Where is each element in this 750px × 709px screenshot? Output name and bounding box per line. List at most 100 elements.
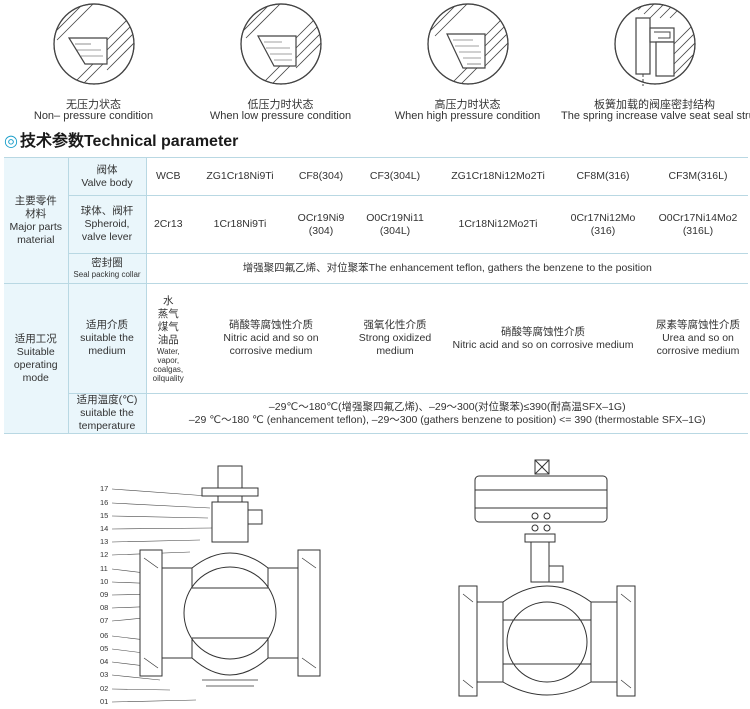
table-cell: 2Cr13 [146,195,190,254]
conditions-en2: operating [13,358,58,371]
table-cell: ZG1Cr18Ni9Ti [190,157,290,196]
temperature-header: 适用温度(℃) suitable the temperature [68,393,147,434]
table-cell-line: Nitric acid and so on corrosive medium [452,338,634,351]
table-cell-line: Water, [156,346,180,356]
table-row-valve-body: 主要零件 材料 Major parts material 阀体 Valve bo… [4,157,748,284]
section-title-text: 技术参数Technical parameter [19,133,239,150]
table-cell-line: 0Cr17Ni12Mo [570,211,636,224]
major-parts-en1: Major parts [9,220,62,233]
seal-condition-high-pressure: 高压力时状态 When high pressure condition [374,0,561,128]
seal-ring-cn: 密封圈 [91,257,123,269]
table-cell-line: (304) [308,224,334,237]
conditions-en3: mode [22,371,49,384]
valve-body-en: Valve body [81,176,133,189]
seal-caption-cn: 高压力时状态 [434,99,501,111]
ball-stem-header: 球体、阀杆 Spheroid, valve lever [68,195,147,254]
section-title: ◎技术参数Technical parameter [4,131,238,153]
seal-ring-value: 增强聚四氟乙烯、对位聚苯The enhancement teflon, gath… [146,253,748,284]
table-cell-line: corrosive medium [229,345,313,357]
table-cell-oxidized: 强氧化性介质 Strong oxidized medium [352,283,438,394]
table-cell: 1Cr18Ni12Mo2Ti [438,195,558,254]
temperature-line-en: –29 ℃～180 ℃ (enhancement teflon), –29～30… [188,413,706,426]
part-number: 14 [100,524,108,533]
manual-ball-valve-section-drawing: 17 16 15 14 13 12 11 10 09 08 07 06 05 0… [100,465,321,706]
seal-ring-en: Seal packing collar [73,270,141,279]
medium-cn: 适用介质 [86,319,128,331]
ball-stem-cn: 球体、阀杆 [80,205,134,217]
part-number: 13 [100,537,108,546]
table-row-temperature: 适用温度(℃) suitable the temperature –29℃～18… [4,393,748,434]
pneumatic-actuator [474,459,608,532]
part-number: 05 [100,644,108,653]
part-number: 06 [100,631,108,640]
table-cell: ZG1Cr18Ni12Mo2Ti [438,157,558,196]
pneumatic-ball-valve-drawing [458,459,636,697]
seal-condition-no-pressure: 无压力状态 Non– pressure condition [0,0,187,128]
seal-condition-low-pressure: 低压力时状态 When low pressure condition [187,0,374,128]
seal-ring-header: 密封圈 Seal packing collar [68,253,147,284]
spring-seal-structure-icon [613,3,696,86]
table-cell-wcb-medium: 水 蒸气 煤气 油品 Water, vapor, coalgas, oilqua… [146,283,190,394]
seal-conditions-row: 无压力状态 Non– pressure condition 低压力时状态 Whe… [0,0,750,128]
table-cell-line: 硝酸等腐蚀性介质 [501,325,585,338]
seal-no-pressure-icon [52,3,135,85]
valve-body-cn: 阀体 [96,163,118,176]
valve-body-outline [458,585,636,697]
major-parts-header: 主要零件 材料 Major parts material [4,157,69,284]
body-hatching [143,557,317,687]
part-number: 17 [100,484,108,493]
seal-condition-spring-structure: 板簧加载的阀座密封结构 The spring increase valve se… [561,0,750,128]
seal-caption-en: When high pressure condition [394,110,541,122]
part-numbers: 17 16 15 14 13 12 11 10 09 08 07 06 05 0… [100,484,108,706]
seal-low-pressure-icon [239,3,322,85]
table-cell-line: O0Cr17Ni14Mo2 [658,211,738,224]
table-cell-line: Strong oxidized [358,332,432,344]
seal-caption-en: The spring increase valve seat seal stru… [561,110,750,122]
temperature-line-cn: –29℃～180℃(增强聚四氟乙烯)、–29～300(对位聚苯)≤390(耐高温… [268,400,626,413]
part-number: 01 [100,697,108,706]
part-number: 11 [100,564,108,573]
part-number: 12 [100,550,108,559]
valve-body-header: 阀体 Valve body [68,157,147,196]
major-parts-cn2: 材料 [25,207,47,220]
section-title-mark: ◎ [4,133,18,150]
part-number: 07 [100,616,108,625]
table-cell-line: medium [376,345,414,357]
table-cell-line: (304L) [379,224,411,237]
table-cell: CF3M(316L) [648,157,748,196]
part-number: 03 [100,670,108,679]
table-cell-line: OCr19Ni9 [297,211,345,224]
table-row-medium: 适用工况 Suitable operating mode 适用介质 suitab… [4,283,748,434]
conditions-en1: Suitable [16,345,55,358]
part-number: 02 [100,684,108,693]
temperature-en1: suitable the [80,407,134,419]
table-cell-line: (316L) [682,224,714,237]
table-cell-line: oilquality [152,373,184,383]
table-cell-nitric-2: 硝酸等腐蚀性介质 Nitric acid and so on corrosive… [438,283,648,394]
body-hatching [462,593,632,689]
temperature-value: –29℃～180℃(增强聚四氟乙烯)、–29～300(对位聚苯)≤390(耐高温… [146,393,748,434]
table-cell-line: Nitric acid and so on [223,332,319,344]
seal-caption-cn: 无压力状态 [66,99,121,111]
table-cell-line: corrosive medium [656,345,740,357]
seal-caption-cn: 低压力时状态 [247,99,314,111]
table-cell: 0Cr17Ni12Mo (316) [558,195,648,254]
table-cell: OCr19Ni9 (304) [290,195,352,254]
seal-caption-cn: 板簧加载的阀座密封结构 [594,99,715,111]
medium-en2: medium [88,345,126,357]
part-number: 10 [100,577,108,586]
table-cell-line: 水 [163,294,174,307]
table-cell: CF3(304L) [352,157,438,196]
table-cell-line: Urea and so on [662,332,734,344]
table-cell-line: O0Cr19Ni11 [366,211,424,224]
medium-en1: suitable the [80,332,134,344]
temperature-cn: 适用温度(℃) [76,394,138,406]
table-cell-line: 油品 [157,333,179,346]
table-row-ball-stem: 球体、阀杆 Spheroid, valve lever 2Cr13 1Cr18N… [4,195,748,254]
major-parts-cn1: 主要零件 [14,194,57,207]
table-cell-nitric: 硝酸等腐蚀性介质 Nitric acid and so on corrosive… [190,283,352,394]
table-cell-line: vapor, [157,355,180,365]
valve-stem-assembly [524,533,564,583]
table-cell: 1Cr18Ni9Ti [190,195,290,254]
valve-body-outline [139,465,321,677]
